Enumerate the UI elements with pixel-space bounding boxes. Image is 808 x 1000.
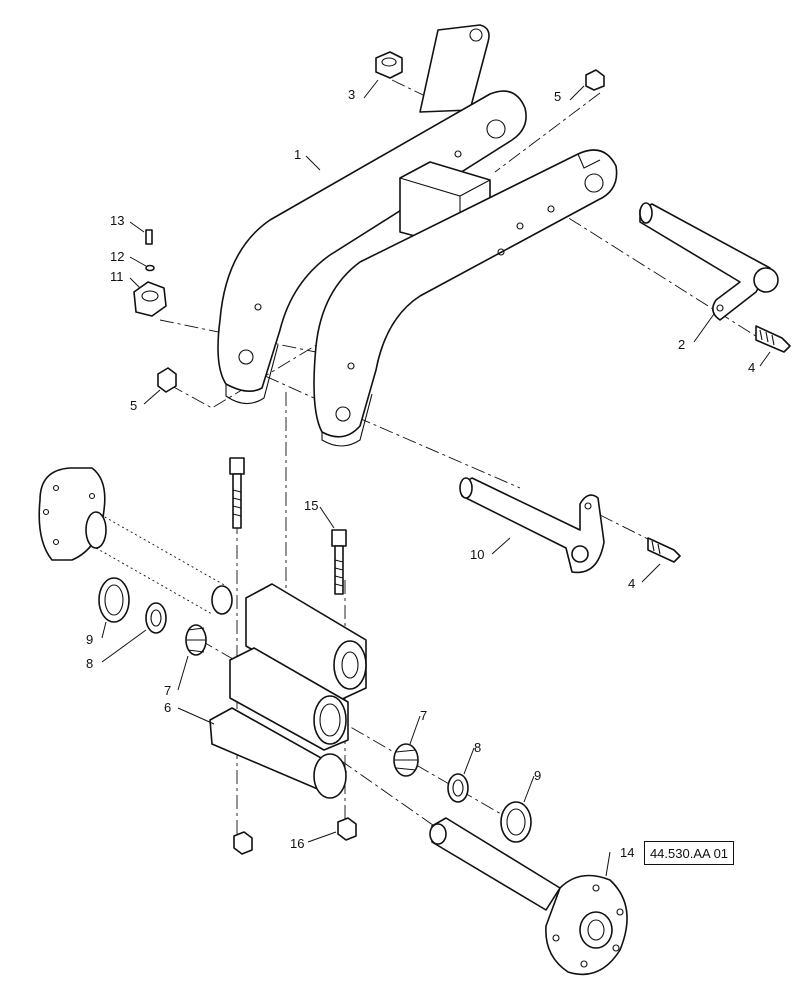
- nut-bottom-left: [233, 831, 253, 855]
- figure-reference-code: 44.530.AA 01: [649, 845, 729, 861]
- nut-part-16: [337, 817, 357, 841]
- washer-part-8-right: [447, 773, 469, 803]
- callout-14: 14: [620, 845, 634, 860]
- nut-part-3: [375, 51, 403, 79]
- callout-9-right: 9: [534, 768, 541, 783]
- nut-part-5-upper: [585, 69, 605, 91]
- leader-lines: [101, 79, 771, 877]
- callout-7-right: 7: [420, 708, 427, 723]
- grease-fitting-part-13: [145, 229, 153, 245]
- bolt-part-15: [331, 529, 347, 595]
- callout-15: 15: [304, 498, 318, 513]
- pin-part-2: [639, 202, 779, 321]
- callout-4-lower: 4: [628, 576, 635, 591]
- housing-part-6: [209, 583, 367, 799]
- bolt-part-4-upper: [755, 325, 791, 353]
- bearing-part-7-right: [393, 743, 419, 777]
- callout-labels: 3 5 1 13 12 11 2 4 5 15 10 4 9 8 7 6 7 8…: [86, 87, 755, 860]
- callout-8-right: 8: [474, 740, 481, 755]
- hub-shaft-upper: [38, 467, 233, 615]
- callout-13: 13: [110, 213, 124, 228]
- hub-shaft-part-14: [429, 817, 628, 976]
- callout-11: 11: [110, 269, 124, 284]
- washer-part-8-left: [145, 602, 167, 634]
- seal-part-9-right: [500, 801, 532, 843]
- nut-part-11: [133, 281, 167, 317]
- callout-5-upper: 5: [554, 89, 561, 104]
- callout-4-upper: 4: [748, 360, 755, 375]
- callout-1: 1: [294, 147, 301, 162]
- frame-part-1: [217, 24, 618, 447]
- bearing-part-7-left: [185, 624, 207, 656]
- washer-part-12: [145, 264, 155, 272]
- callout-2: 2: [678, 337, 685, 352]
- pin-part-10: [459, 477, 605, 574]
- callout-16: 16: [290, 836, 304, 851]
- callout-8-left: 8: [86, 656, 93, 671]
- seal-part-9-left: [98, 577, 130, 623]
- bolt-part-4-lower: [647, 537, 681, 563]
- figure-reference-box: 44.530.AA 01: [644, 841, 734, 865]
- callout-9-left: 9: [86, 632, 93, 647]
- callout-10: 10: [470, 547, 484, 562]
- long-bolt-upper: [229, 457, 245, 529]
- callout-6: 6: [164, 700, 171, 715]
- callout-5-lower: 5: [130, 398, 137, 413]
- callout-3: 3: [348, 87, 355, 102]
- nut-part-5-lower: [157, 367, 177, 393]
- callout-7-left: 7: [164, 683, 171, 698]
- callout-12: 12: [110, 249, 124, 264]
